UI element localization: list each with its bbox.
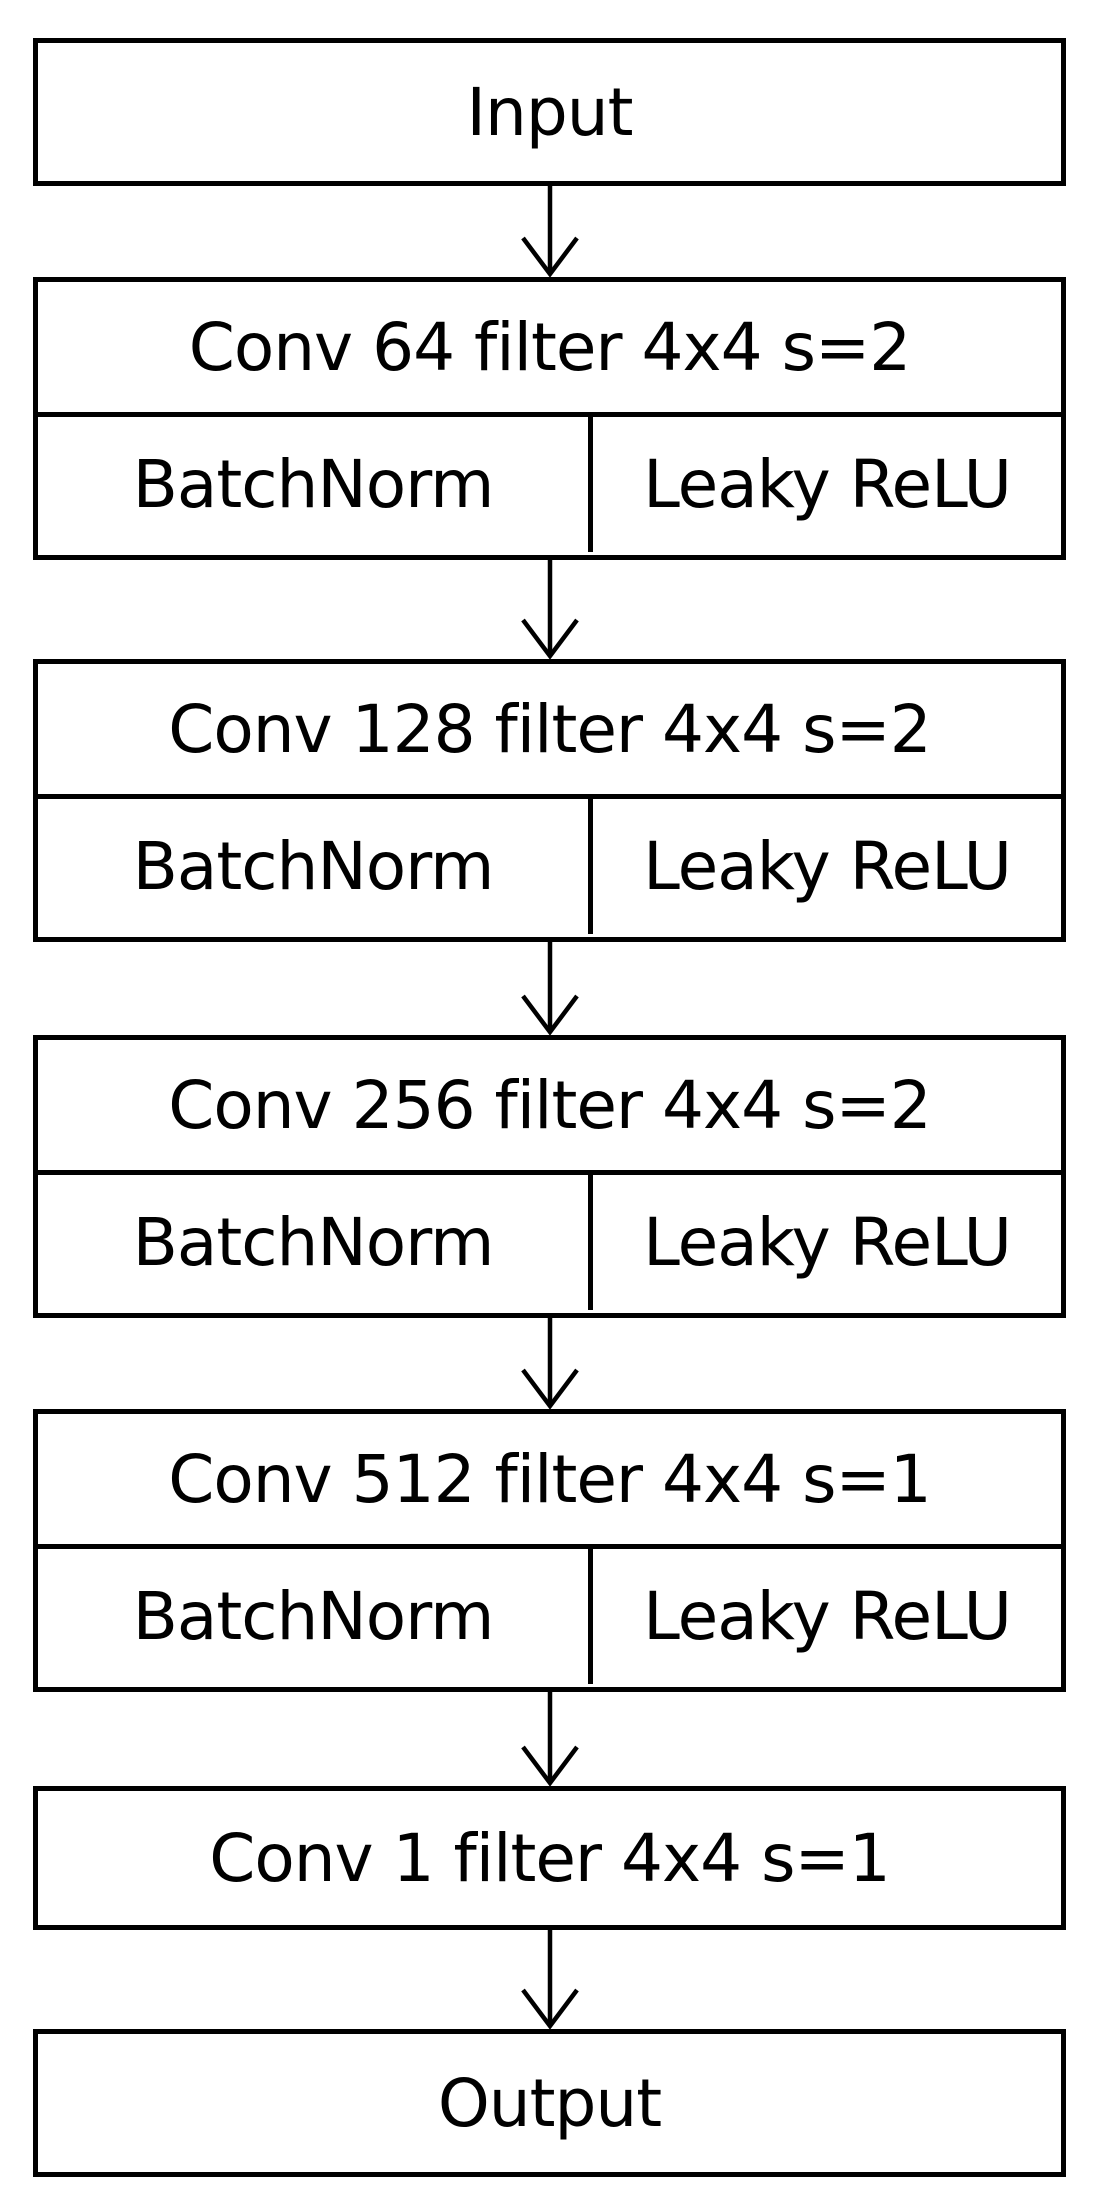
conv-block-ops: BatchNorm Leaky ReLU xyxy=(38,799,1061,934)
conv-block-title: Conv 512 filter 4x4 s=1 xyxy=(38,1414,1061,1549)
conv-block-title: Conv 64 filter 4x4 s=2 xyxy=(38,282,1061,417)
arrow-down-icon xyxy=(521,942,579,1036)
final-conv-box: Conv 1 filter 4x4 s=1 xyxy=(33,1786,1066,1930)
conv-block-ops: BatchNorm Leaky ReLU xyxy=(38,1175,1061,1310)
output-box: Output xyxy=(33,2029,1066,2177)
batchnorm-cell: BatchNorm xyxy=(38,417,593,552)
arrow-down-icon xyxy=(521,186,579,278)
conv-block-4: Conv 512 filter 4x4 s=1 BatchNorm Leaky … xyxy=(33,1409,1066,1692)
batchnorm-cell: BatchNorm xyxy=(38,799,593,934)
conv-block-ops: BatchNorm Leaky ReLU xyxy=(38,1549,1061,1684)
activation-cell: Leaky ReLU xyxy=(643,1204,1012,1281)
arrow-down-icon xyxy=(521,1930,579,2030)
activation-cell: Leaky ReLU xyxy=(643,828,1012,905)
conv-block-title: Conv 256 filter 4x4 s=2 xyxy=(38,1040,1061,1175)
activation-cell: Leaky ReLU xyxy=(643,446,1012,523)
input-label: Input xyxy=(466,73,634,151)
conv-block-ops: BatchNorm Leaky ReLU xyxy=(38,417,1061,552)
arrow-down-icon xyxy=(521,560,579,660)
batchnorm-cell: BatchNorm xyxy=(38,1549,593,1684)
conv-block-2: Conv 128 filter 4x4 s=2 BatchNorm Leaky … xyxy=(33,659,1066,942)
batchnorm-cell: BatchNorm xyxy=(38,1175,593,1310)
conv-block-title: Conv 128 filter 4x4 s=2 xyxy=(38,664,1061,799)
arrow-down-icon xyxy=(521,1692,579,1787)
activation-cell: Leaky ReLU xyxy=(643,1578,1012,1655)
final-conv-label: Conv 1 filter 4x4 s=1 xyxy=(209,1819,891,1897)
arrow-down-icon xyxy=(521,1318,579,1410)
output-label: Output xyxy=(437,2064,662,2142)
input-box: Input xyxy=(33,38,1066,186)
conv-block-3: Conv 256 filter 4x4 s=2 BatchNorm Leaky … xyxy=(33,1035,1066,1318)
conv-block-1: Conv 64 filter 4x4 s=2 BatchNorm Leaky R… xyxy=(33,277,1066,560)
